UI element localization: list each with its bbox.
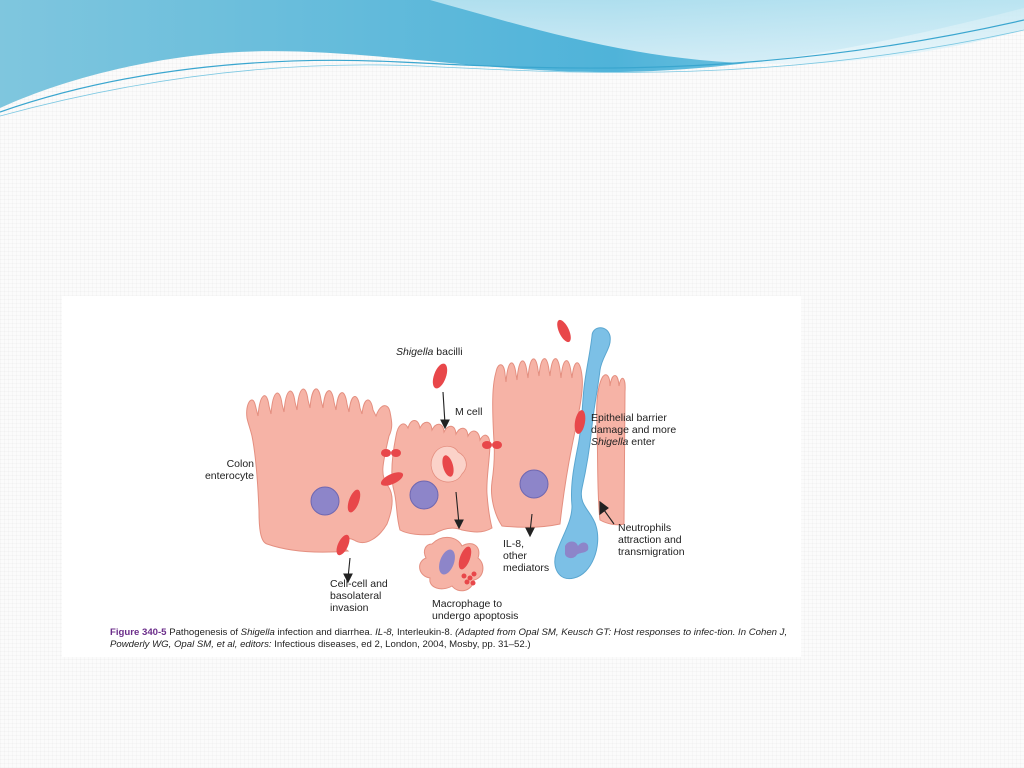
label-colon-enterocyte: Colon enterocyte xyxy=(204,458,254,482)
junction-bacterium-left-b xyxy=(391,449,401,457)
arrow-head xyxy=(440,419,450,430)
header-wave-decoration xyxy=(0,0,1024,117)
apoptotic-body xyxy=(464,579,470,585)
right-enterocyte-cell xyxy=(491,358,583,528)
pathogenesis-diagram xyxy=(246,319,626,592)
shigella-bacillus-m-cell xyxy=(442,455,454,477)
neutrophil-nucleus xyxy=(564,541,589,559)
shigella-bacillus-basolateral xyxy=(336,534,350,556)
shigella-bacillus-junction xyxy=(380,472,404,486)
arrow-head xyxy=(525,527,535,538)
arrow-head xyxy=(454,519,464,530)
neutrophil-transmigrating xyxy=(554,327,611,580)
shigella-bacillus-cell-left xyxy=(347,489,361,513)
apoptotic-body xyxy=(470,580,476,586)
apoptotic-body xyxy=(471,571,477,577)
nucleus-right xyxy=(519,469,549,499)
label-neutrophils: Neutrophils attraction and transmigratio… xyxy=(618,522,685,558)
junction-bacterium-right-b xyxy=(492,441,502,449)
label-epithelial-barrier: Epithelial barrier damage and more Shige… xyxy=(591,412,677,448)
label-cell-cell-invasion: Cell-cell and basolateral invasion xyxy=(330,578,388,614)
label-macrophage-apoptosis: Macrophage to undergo apoptosis xyxy=(432,598,519,622)
arrow-head xyxy=(343,573,353,584)
label-m-cell: M cell xyxy=(455,406,483,418)
figure-caption: Figure 340-5 Pathogenesis of Shigella in… xyxy=(110,627,788,650)
apoptotic-body xyxy=(461,573,467,579)
shigella-bacillus-top xyxy=(432,363,448,389)
arrow-head xyxy=(599,500,609,516)
junction-bacterium-right-a xyxy=(482,441,492,449)
junction-bacterium-left-a xyxy=(381,449,391,457)
figure-number: Figure 340-5 xyxy=(110,627,167,638)
label-shigella-bacilli: Shigella bacilli xyxy=(396,346,463,358)
label-il8-mediators: IL-8, other mediators xyxy=(503,538,550,574)
apoptotic-body xyxy=(467,575,473,581)
far-right-enterocyte-cell xyxy=(596,374,626,526)
figure-panel: Shigella bacilli M cell Colon enterocyte… xyxy=(62,296,801,657)
macrophage-bacillus xyxy=(458,546,472,570)
shigella-bacillus-entering xyxy=(557,319,571,343)
shigella-bacillus-barrier xyxy=(574,410,586,434)
arrow-to-macrophage xyxy=(455,491,460,525)
arrow-to-m-cell xyxy=(442,391,446,425)
macrophage-nucleus xyxy=(439,549,455,575)
nucleus-m-cell xyxy=(409,480,439,510)
nucleus-left xyxy=(310,486,340,516)
arrow-neutrophils xyxy=(603,509,615,525)
colon-enterocyte-cell xyxy=(246,388,393,553)
